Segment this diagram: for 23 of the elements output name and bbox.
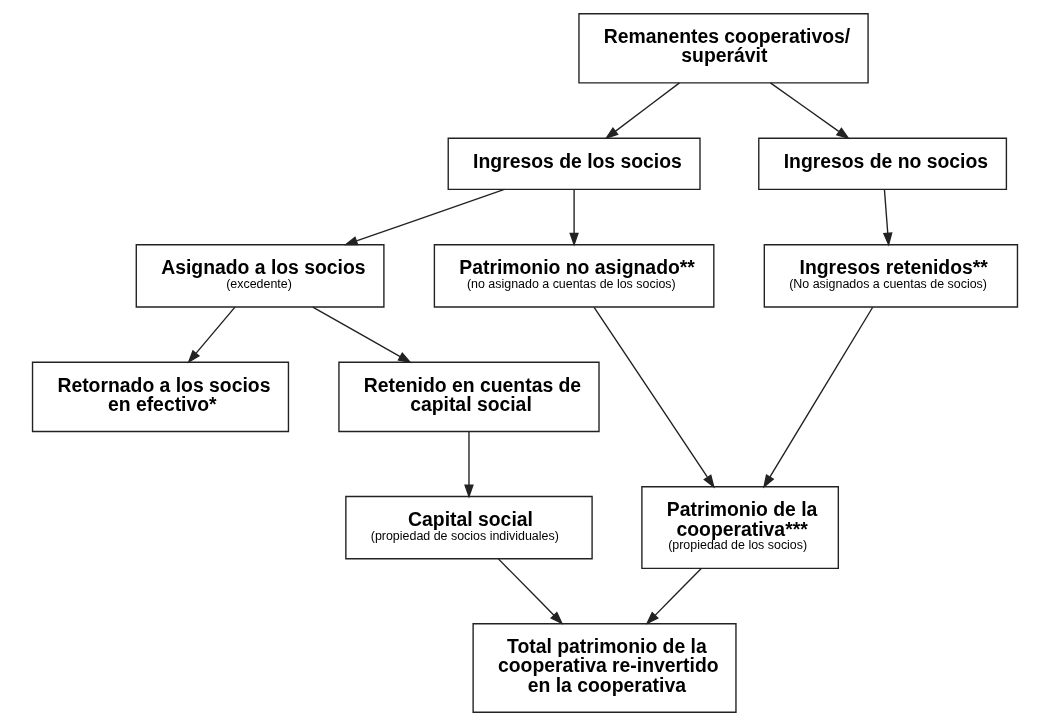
arrow (645, 567, 702, 625)
node-box: Ingresos de los socios (447, 137, 701, 191)
arrow (343, 188, 505, 246)
arrow (882, 188, 893, 247)
arrow (497, 558, 563, 625)
node-box: Asignado a los socios (excedente) (135, 244, 385, 308)
node-box: Remanentes cooperativos/ superávit (577, 13, 869, 84)
node-box: Retornado a los socios en efectivo* (31, 361, 289, 433)
arrow (463, 431, 474, 499)
node-box: Ingresos de no socios (757, 137, 1007, 191)
arrow (769, 82, 850, 140)
arrow (592, 306, 715, 489)
node-box: Total patrimonio de la cooperativa re-invertido en la cooperativa (471, 623, 737, 713)
arrow (568, 188, 579, 247)
node-box: Retenido en cuentas de capital social (337, 361, 600, 433)
arrow (762, 306, 873, 489)
node-box: Patrimonio no asignado** (no asignado a cuentas de los socios) (433, 244, 715, 308)
arrow (604, 82, 680, 140)
node-box: Ingresos retenidos** (No asignados a cuentas de socios) (763, 244, 1018, 308)
arrow (186, 306, 236, 364)
node-box: Patrimonio de la cooperativa*** (propiedad de los socios) (640, 486, 839, 570)
node-box: Capital social (propiedad de socios individuales) (344, 495, 593, 560)
arrow (311, 306, 412, 364)
